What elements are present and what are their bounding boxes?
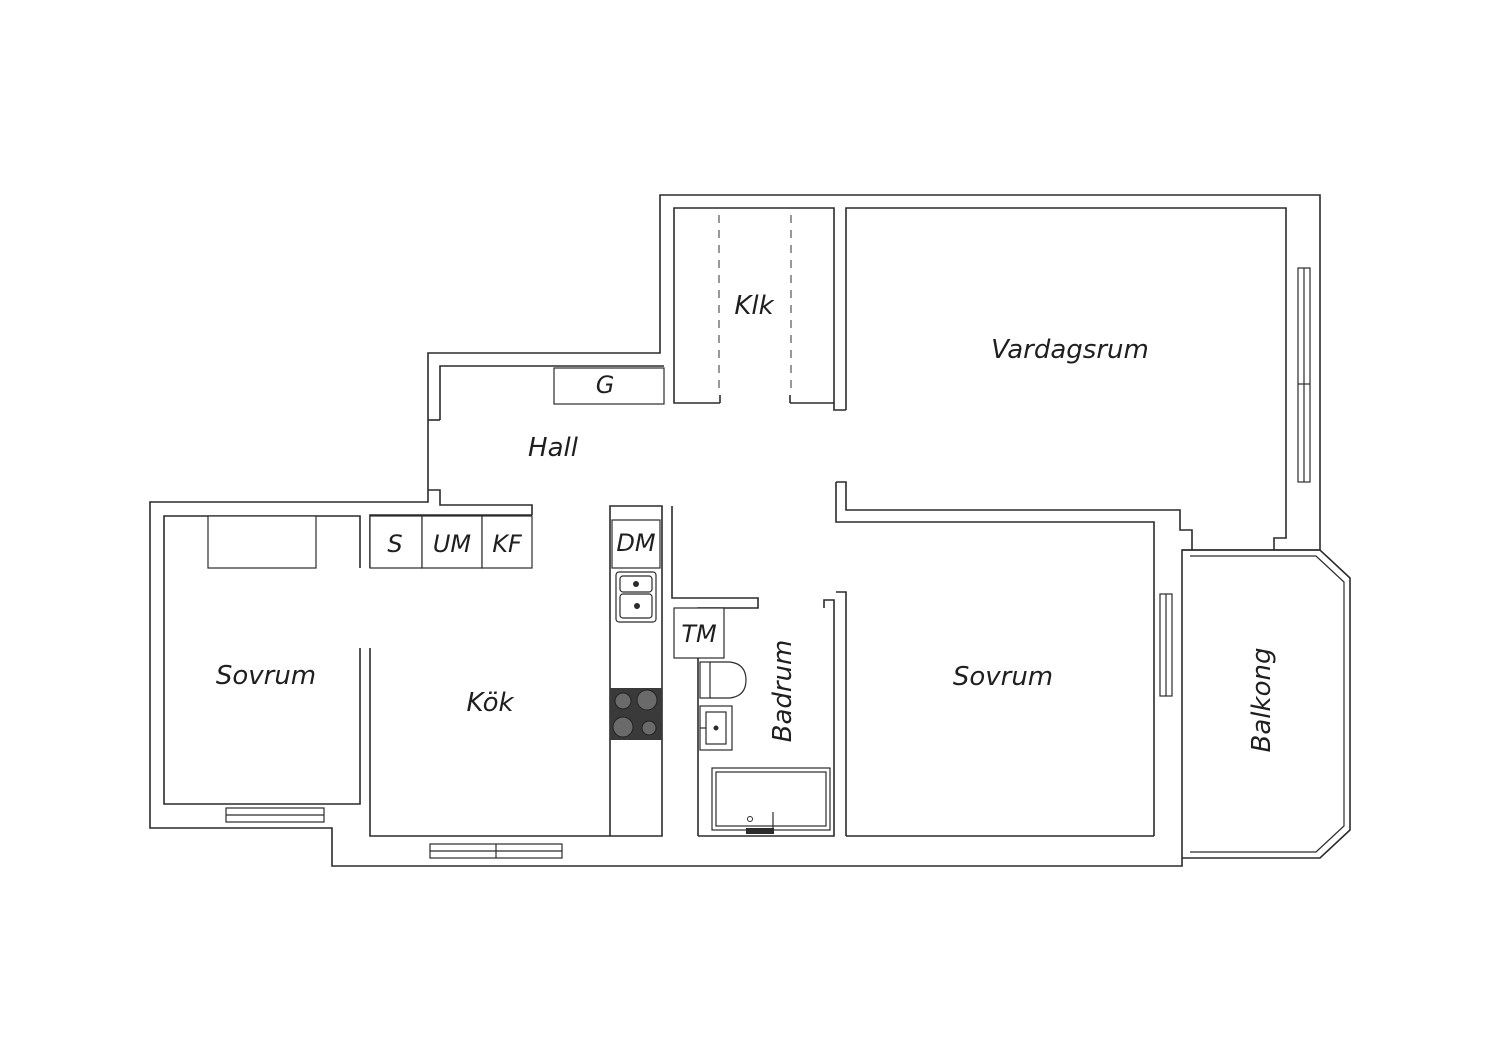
bath-sink-icon <box>699 705 733 751</box>
sink-icon <box>615 571 657 623</box>
fixture-kf-box <box>481 515 533 569</box>
fixture-tm-label: TM <box>681 620 717 648</box>
window-vardagsrum <box>1297 267 1311 483</box>
vardagsrum-wall <box>845 207 1287 550</box>
fixture-dm-label: DM <box>616 529 655 557</box>
kok-wall <box>369 505 663 837</box>
room-label-sovrum-left: Sovrum <box>216 661 316 691</box>
fixture-s-label: S <box>387 530 402 558</box>
fixture-um-label: UM <box>433 530 472 558</box>
vardagsrum-sovrum-wall <box>836 481 1193 550</box>
room-label-klk: Klk <box>734 291 774 321</box>
fixture-g-label: G <box>596 371 615 399</box>
room-label-sovrum-right: Sovrum <box>953 662 1053 692</box>
bathtub-icon <box>711 767 831 834</box>
klk-wall <box>673 207 835 404</box>
fixture-s-box <box>369 515 423 569</box>
room-label-balkong: Balkong <box>1247 648 1277 753</box>
window-sovrum-left <box>225 807 325 823</box>
hall-wall <box>439 365 664 420</box>
fixture-um-box <box>421 515 483 569</box>
room-label-badrum: Badrum <box>768 640 798 743</box>
toilet-icon <box>699 661 747 699</box>
window-sovrum-right <box>1159 593 1173 697</box>
fixture-kf-label: KF <box>492 530 523 558</box>
room-label-vardagsrum: Vardagsrum <box>991 335 1149 365</box>
fixture-g-box <box>553 367 665 405</box>
room-label-kok: Kök <box>466 688 514 718</box>
fixture-dm-box <box>611 519 661 569</box>
badrum-wall <box>698 599 835 837</box>
balkong-outline <box>1182 549 1351 859</box>
wardrobe <box>207 515 317 569</box>
fixture-tm-box <box>673 607 725 659</box>
room-label-hall: Hall <box>528 433 579 463</box>
sovrum-left-wall <box>163 515 361 805</box>
stove-icon <box>610 688 662 740</box>
window-kok <box>429 843 563 859</box>
